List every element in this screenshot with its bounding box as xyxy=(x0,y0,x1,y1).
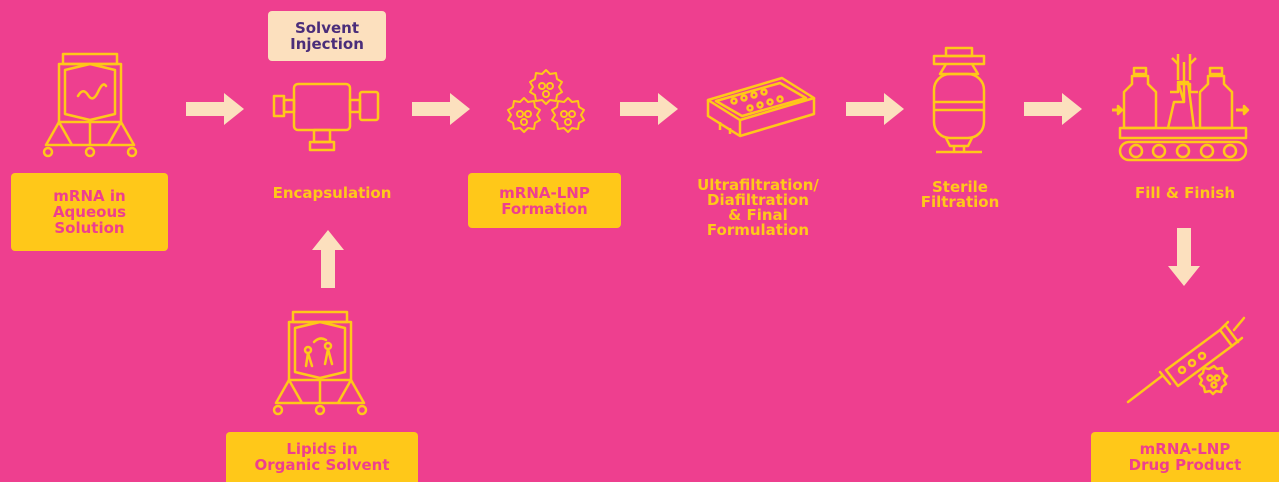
vial-filling-line-icon xyxy=(1112,52,1254,164)
syringe-icon xyxy=(1124,310,1252,408)
ufdf-final-formulation-label: Ultrafiltration/ Diafiltration & Final F… xyxy=(697,176,819,239)
lipids-organic-solvent-label: Lipids in Organic Solvent xyxy=(226,432,418,482)
sterile-filtration-label: Sterile Filtration xyxy=(920,178,1000,211)
lipid-nanoparticles-icon xyxy=(500,66,594,146)
filtration-cassette-icon xyxy=(700,70,820,156)
mrna-lnp-formation-label: mRNA-LNP Formation xyxy=(468,173,621,228)
arrow-right-3 xyxy=(620,93,678,125)
mixing-tee-icon xyxy=(272,78,384,154)
mrna-lnp-drug-product-label: mRNA-LNP Drug Product xyxy=(1091,432,1279,482)
arrow-up xyxy=(312,230,344,288)
arrow-right-5 xyxy=(1024,93,1082,125)
encapsulation-label: Encapsulation xyxy=(272,184,392,202)
fill-and-finish-label: Fill & Finish xyxy=(1134,184,1235,202)
solvent-injection-badge: Solvent Injection xyxy=(268,11,386,61)
capsule-filter-icon xyxy=(924,44,994,160)
mrna-aqueous-solution-label: mRNA in Aqueous Solution xyxy=(11,173,168,251)
arrow-right-1 xyxy=(186,93,244,125)
arrow-right-2 xyxy=(412,93,470,125)
bioreactor-mrna-icon xyxy=(38,50,142,160)
bioreactor-lipids-icon xyxy=(268,308,372,418)
arrow-down xyxy=(1168,228,1200,286)
arrow-right-4 xyxy=(846,93,904,125)
